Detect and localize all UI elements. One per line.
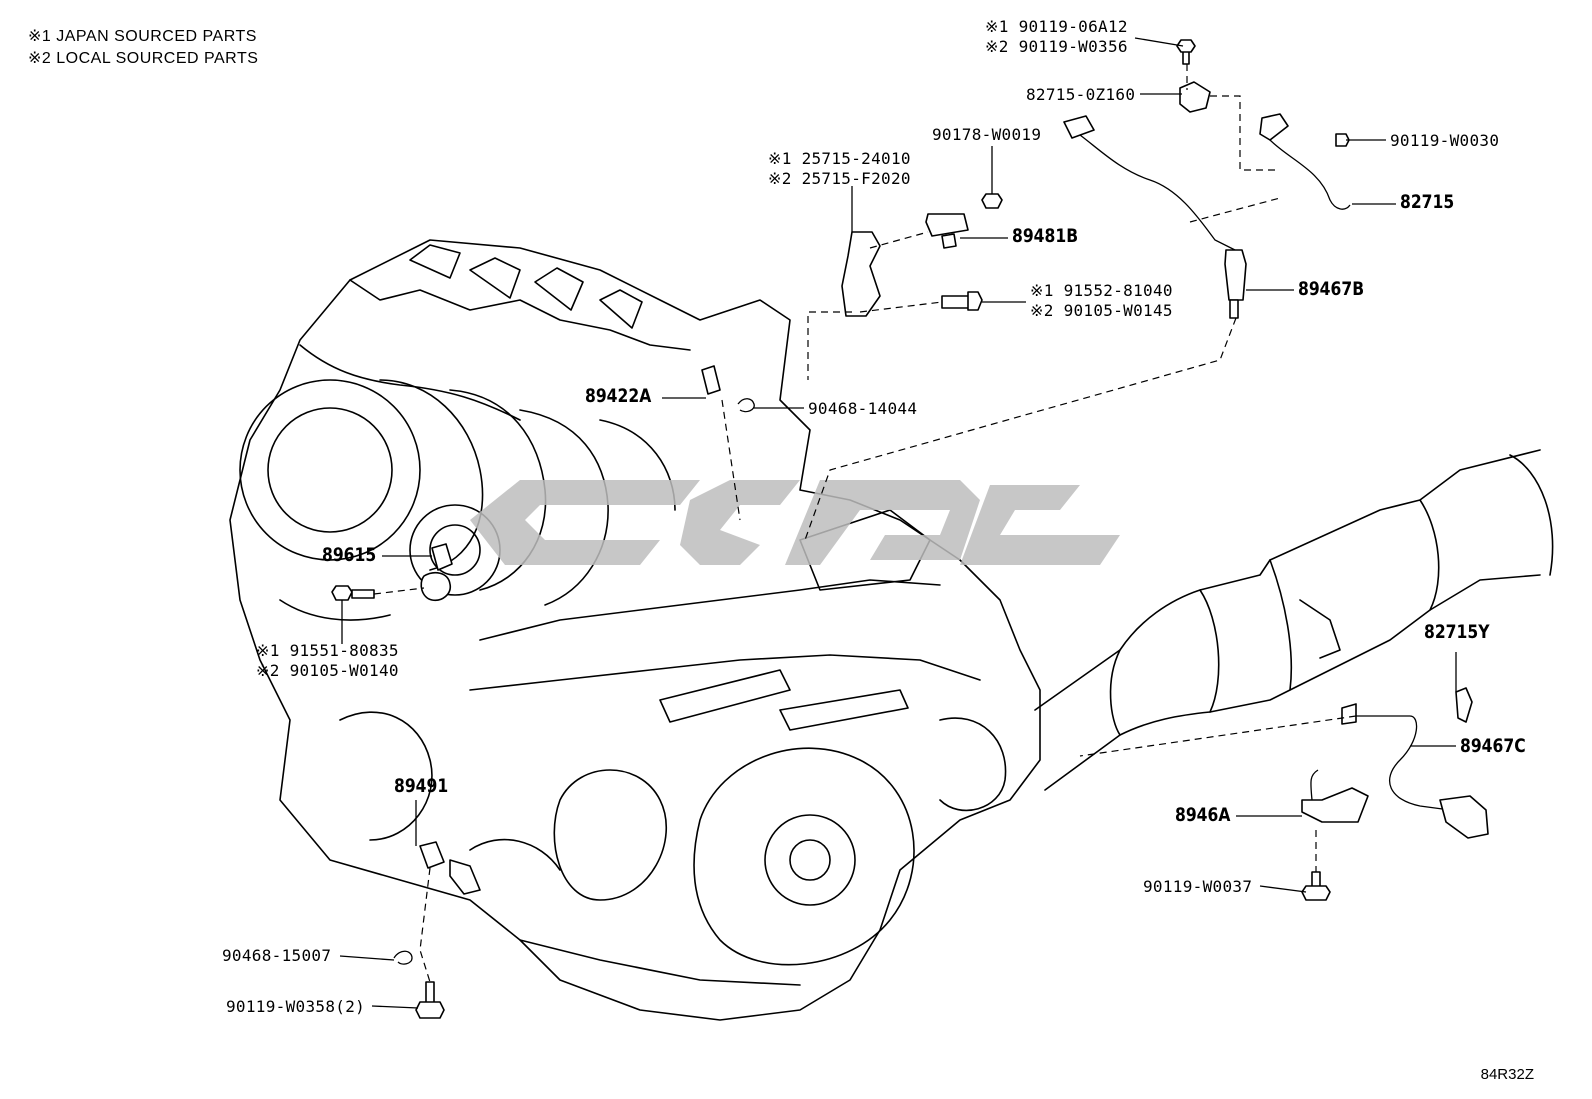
leader-lines bbox=[339, 37, 1457, 1009]
label-90119-W0358: 90119-W0358(2) bbox=[226, 997, 366, 1016]
label-8946A: 8946A bbox=[1175, 804, 1231, 826]
parts bbox=[331, 39, 1489, 1019]
label-89615: 89615 bbox=[322, 544, 377, 566]
label-bolt-right-jp: ※1 91552-81040 bbox=[1030, 281, 1173, 300]
label-89422A: 89422A bbox=[585, 385, 652, 407]
label-bolt-top-local: ※2 90119-W0356 bbox=[985, 37, 1128, 56]
label-bracket-local: ※2 25715-F2020 bbox=[768, 169, 911, 188]
label-90119-W0030: 90119-W0030 bbox=[1390, 131, 1500, 150]
diagram-code: 84R32Z bbox=[1480, 1066, 1534, 1083]
label-89481B: 89481B bbox=[1012, 225, 1079, 247]
engine-illustration bbox=[229, 239, 1554, 1021]
label-bracket-jp: ※1 25715-24010 bbox=[768, 149, 911, 168]
watermark-logo bbox=[470, 480, 1120, 565]
label-90178-W0019: 90178-W0019 bbox=[932, 125, 1042, 144]
label-89467C: 89467C bbox=[1460, 735, 1526, 757]
source-notes: ※1 JAPAN SOURCED PARTS ※2 LOCAL SOURCED … bbox=[28, 26, 258, 70]
label-89467B: 89467B bbox=[1298, 278, 1365, 300]
label-bolt-left-local: ※2 90105-W0140 bbox=[256, 661, 399, 680]
label-bolt-top-jp: ※1 90119-06A12 bbox=[985, 17, 1128, 36]
note-local-sourced: ※2 LOCAL SOURCED PARTS bbox=[28, 50, 259, 67]
note-japan-sourced: ※1 JAPAN SOURCED PARTS bbox=[28, 28, 257, 45]
label-89491: 89491 bbox=[394, 775, 449, 797]
label-82715: 82715 bbox=[1400, 191, 1455, 213]
label-82715Y: 82715Y bbox=[1424, 621, 1490, 643]
label-82715-0Z160: 82715-0Z160 bbox=[1026, 85, 1136, 104]
label-90119-W0037: 90119-W0037 bbox=[1143, 877, 1253, 896]
label-bolt-left-jp: ※1 91551-80835 bbox=[256, 641, 399, 660]
dashed-assembly-lines bbox=[373, 64, 1357, 983]
label-90468-14044: 90468-14044 bbox=[808, 399, 918, 418]
label-bolt-right-local: ※2 90105-W0145 bbox=[1030, 301, 1173, 320]
label-90468-15007: 90468-15007 bbox=[222, 946, 332, 965]
